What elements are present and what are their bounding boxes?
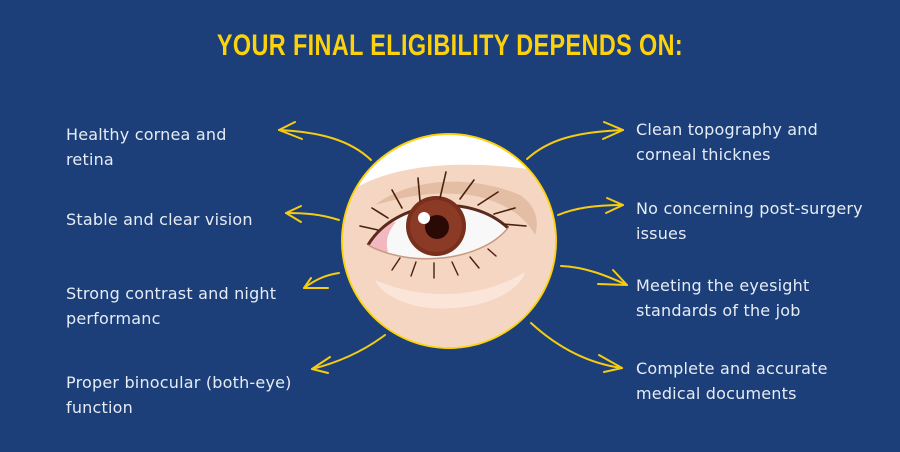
criterion-text: standards of the job <box>636 301 801 320</box>
criterion-text: corneal thicknes <box>636 145 771 164</box>
criterion-job-standards: Meeting the eyesight standards of the jo… <box>636 273 809 323</box>
criterion-stable-vision: Stable and clear vision <box>66 207 253 232</box>
criterion-text: No concerning post-surgery <box>636 199 863 218</box>
criterion-topography: Clean topography and corneal thicknes <box>636 117 818 167</box>
criterion-healthy-cornea: Healthy cornea and retina <box>66 122 227 172</box>
criterion-text: Stable and clear vision <box>66 210 253 229</box>
criterion-post-surgery: No concerning post-surgery issues <box>636 196 863 246</box>
criterion-text: issues <box>636 224 687 243</box>
arrow-left-icon <box>285 205 340 223</box>
arrow-left-icon <box>311 334 386 374</box>
arrow-right-icon <box>530 322 623 373</box>
criterion-text: performanc <box>66 309 161 328</box>
criterion-text: retina <box>66 150 114 169</box>
criterion-text: Clean topography and <box>636 120 818 139</box>
criterion-binocular: Proper binocular (both-eye) function <box>66 370 292 420</box>
arrow-right-icon <box>526 121 624 160</box>
eye-icon <box>341 133 557 349</box>
arrow-right-icon <box>560 265 628 286</box>
arrow-right-icon <box>557 197 624 216</box>
criterion-text: Healthy cornea and <box>66 125 227 144</box>
criterion-text: Complete and accurate <box>636 359 828 378</box>
criterion-contrast-night: Strong contrast and night performanc <box>66 281 276 331</box>
criterion-medical-docs: Complete and accurate medical documents <box>636 356 828 406</box>
arrow-left-icon <box>278 121 372 161</box>
criterion-text: Meeting the eyesight <box>636 276 810 295</box>
page-title: YOUR FINAL ELIGIBILITY DEPENDS ON: <box>216 29 684 62</box>
arrow-left-icon <box>303 272 340 289</box>
criterion-text: function <box>66 398 133 417</box>
criterion-text: Proper binocular (both-eye) <box>66 373 292 392</box>
criterion-text: medical documents <box>636 384 797 403</box>
criterion-text: Strong contrast and night <box>66 284 277 303</box>
